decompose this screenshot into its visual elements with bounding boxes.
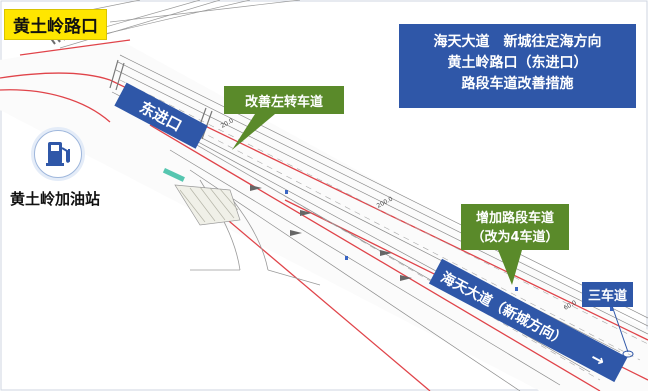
callout-add-lanes: 增加路段车道 （改为4车道） bbox=[461, 204, 569, 285]
callout-left-turn-text: 改善左转车道 bbox=[245, 94, 323, 110]
callout-add-lanes-line2: （改为4车道） bbox=[471, 229, 558, 245]
fuel-pump-icon bbox=[34, 130, 82, 178]
callout-add-lanes-line1: 增加路段车道 bbox=[476, 210, 554, 226]
three-lane-label: 三车道 bbox=[582, 282, 634, 307]
junction-label: 黄土岭路口 bbox=[4, 9, 107, 40]
gas-station-label: 黄土岭加油站 bbox=[10, 190, 101, 208]
title-line-3: 路段车道改善措施 bbox=[461, 76, 574, 92]
callout-left-turn: 改善左转车道 bbox=[224, 86, 344, 150]
title-line-1: 海天大道 新城往定海方向 bbox=[433, 34, 602, 50]
hatched-island bbox=[174, 184, 241, 226]
title-box: 海天大道 新城往定海方向 黄土岭路口（东进口） 路段车道改善措施 bbox=[399, 24, 636, 108]
three-lane-pointer bbox=[609, 299, 629, 353]
title-line-2: 黄土岭路口（东进口） bbox=[447, 55, 588, 71]
